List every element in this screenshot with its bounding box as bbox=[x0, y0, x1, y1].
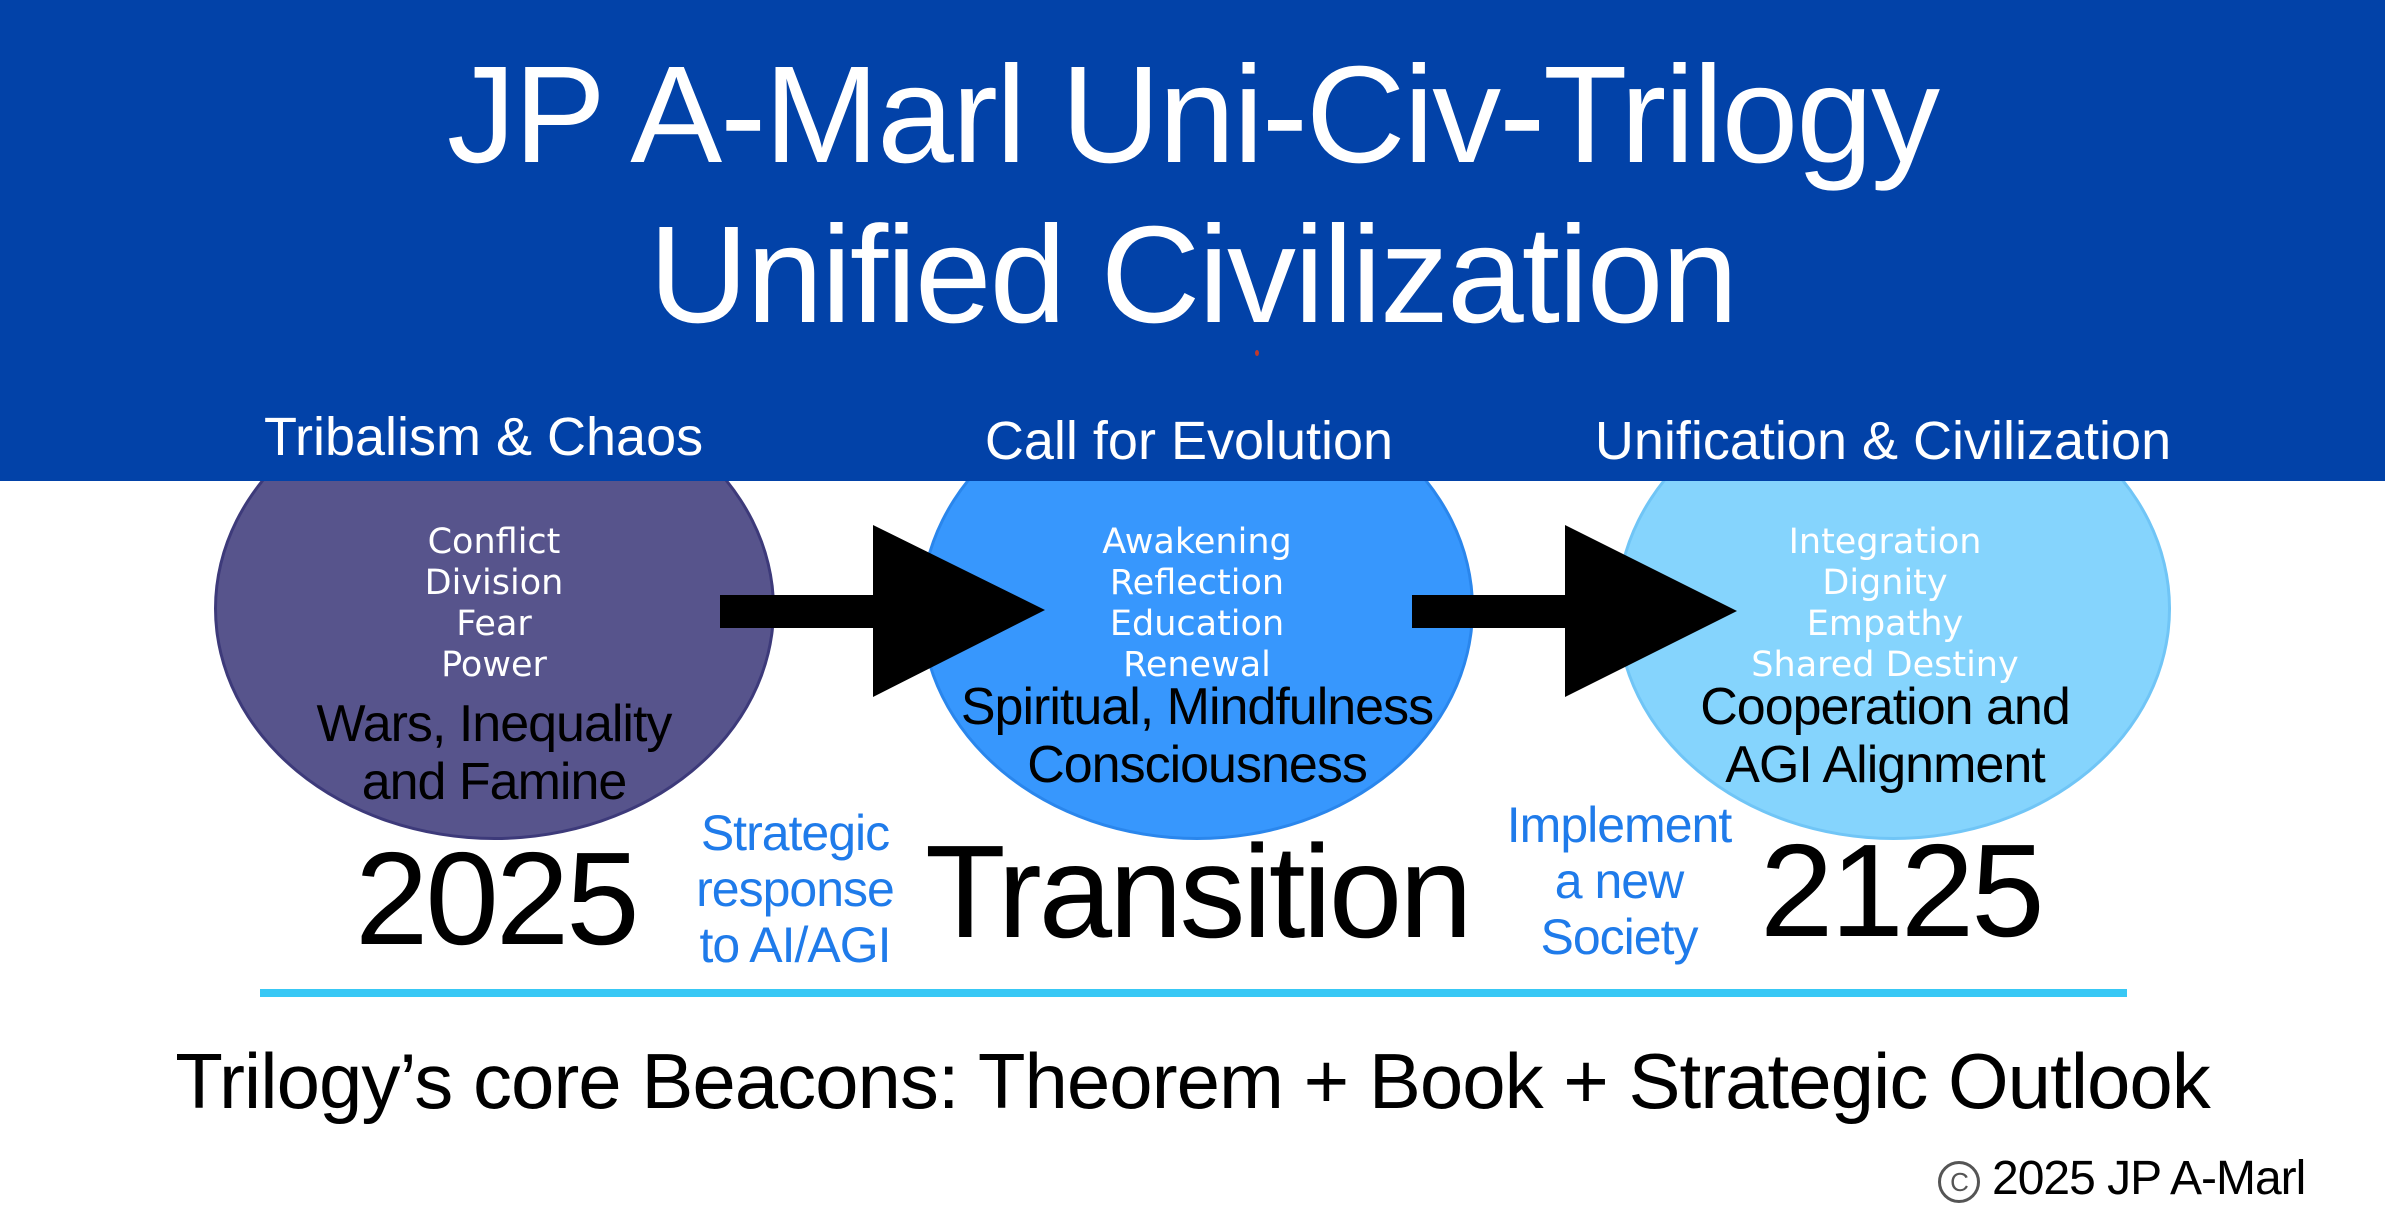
stage-3-summary: Cooperation and AGI Alignment bbox=[1635, 678, 2135, 794]
copyright-text: 2025 JP A-Marl bbox=[1992, 1152, 2306, 1205]
keyword: Shared Destiny bbox=[1751, 645, 2019, 685]
red-dot-marker bbox=[1255, 350, 1259, 356]
keyword: Division bbox=[424, 563, 564, 603]
keyword: Reflection bbox=[1109, 563, 1285, 603]
keyword: Dignity bbox=[1822, 563, 1948, 603]
keyword: Awakening bbox=[1102, 522, 1292, 562]
keyword: Integration bbox=[1788, 522, 1982, 562]
note-line: a new bbox=[1554, 853, 1684, 909]
summary-line: Consciousness bbox=[1027, 736, 1368, 794]
start-note: Strategic response to AI/AGI bbox=[680, 805, 910, 973]
summary-line: Wars, Inequality bbox=[316, 695, 673, 753]
note-line: Implement bbox=[1506, 797, 1732, 853]
note-line: to AI/AGI bbox=[699, 917, 891, 973]
keyword: Power bbox=[441, 645, 547, 685]
stage-3-label: Unification & Civilization bbox=[1594, 411, 2172, 471]
tagline: Trilogy’s core Beacons: Theorem + Book +… bbox=[175, 1037, 2211, 1125]
title-line-2: Unified Civilization bbox=[648, 198, 1738, 352]
stage-1-summary: Wars, Inequality and Famine bbox=[244, 695, 744, 811]
header-band bbox=[0, 0, 2385, 481]
stage-1-label: Tribalism & Chaos bbox=[264, 407, 704, 467]
keyword: Conflict bbox=[427, 522, 561, 562]
copyright-icon: C bbox=[1938, 1161, 1980, 1203]
end-year: 2125 bbox=[1760, 817, 2045, 964]
note-line: response bbox=[696, 861, 895, 917]
arrow-right-icon bbox=[1412, 525, 1737, 697]
end-note: Implement a new Society bbox=[1494, 797, 1744, 965]
stage-2-summary: Spiritual, Mindfulness Consciousness bbox=[897, 678, 1497, 794]
note-line: Society bbox=[1540, 909, 1699, 965]
keyword: Renewal bbox=[1123, 645, 1271, 685]
arrow-right-icon bbox=[720, 525, 1045, 697]
keyword: Education bbox=[1109, 604, 1285, 644]
copyright: C 2025 JP A-Marl bbox=[1938, 1152, 2306, 1205]
title-line-1: JP A-Marl Uni-Civ-Trilogy bbox=[446, 38, 1940, 192]
summary-line: Spiritual, Mindfulness bbox=[960, 678, 1434, 736]
start-year: 2025 bbox=[355, 825, 640, 972]
summary-line: Cooperation and bbox=[1700, 678, 2071, 736]
stage-3-keywords: Integration Dignity Empathy Shared Desti… bbox=[1685, 522, 2085, 686]
note-line: Strategic bbox=[700, 805, 890, 861]
summary-line: AGI Alignment bbox=[1725, 736, 2045, 794]
transition-label: Transition bbox=[925, 818, 1473, 965]
keyword: Empathy bbox=[1806, 604, 1964, 644]
summary-line: and Famine bbox=[361, 753, 628, 811]
keyword: Fear bbox=[456, 604, 532, 644]
stage-2-keywords: Awakening Reflection Education Renewal bbox=[997, 522, 1397, 686]
timeline-rule bbox=[260, 989, 2127, 997]
stage-2-label: Call for Evolution bbox=[984, 411, 1394, 471]
stage-1-keywords: Conflict Division Fear Power bbox=[294, 522, 694, 686]
